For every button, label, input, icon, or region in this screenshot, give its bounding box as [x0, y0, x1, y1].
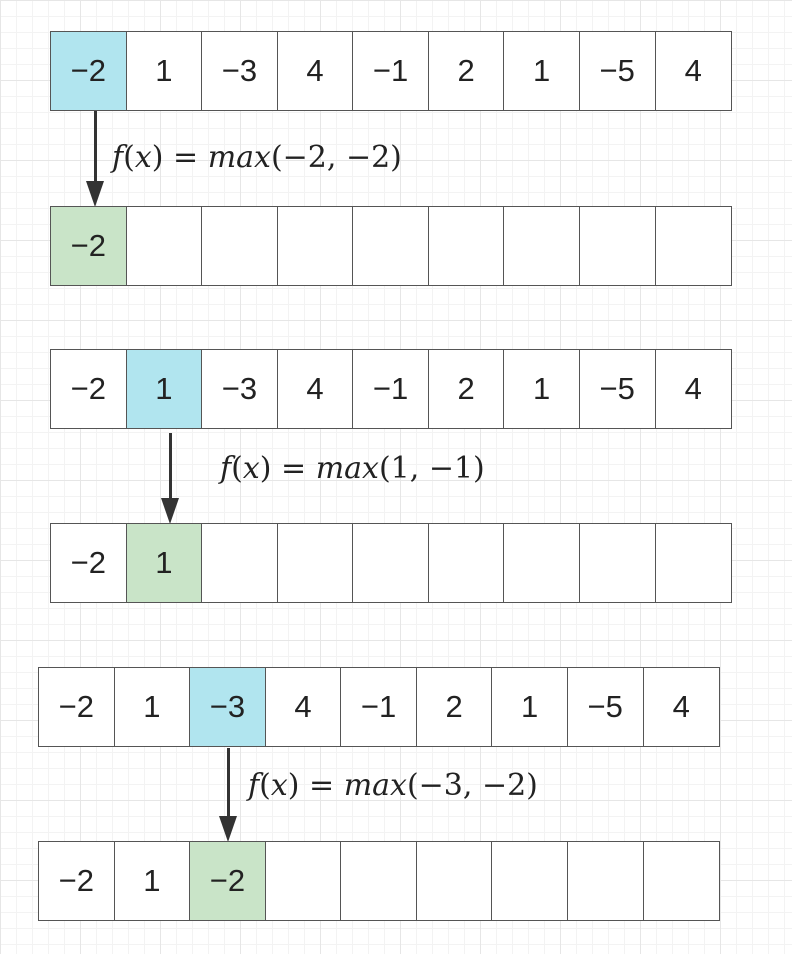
input-cell: 1 — [115, 668, 191, 746]
input-cell: −2 — [39, 668, 115, 746]
output-cell — [202, 524, 278, 602]
max-arguments: (−2, −2) — [270, 140, 402, 175]
output-cell: −2 — [190, 842, 266, 920]
step2-down-arrow-icon — [161, 433, 179, 524]
input-cell: −3 — [202, 350, 278, 428]
input-cell: 1 — [504, 32, 580, 110]
function-name: f — [112, 140, 124, 175]
output-cell — [341, 842, 417, 920]
input-cell: 4 — [278, 32, 354, 110]
output-cell — [429, 524, 505, 602]
output-cell — [417, 842, 493, 920]
output-cell: −2 — [51, 207, 127, 285]
input-cell: 4 — [278, 350, 354, 428]
max-operator: max — [207, 140, 271, 175]
step2-input-array: −2 1 −3 4 −1 2 1 −5 4 — [50, 349, 732, 429]
step2-formula: f(x) = max(1, −1) — [220, 451, 485, 486]
input-cell: −2 — [51, 32, 127, 110]
step1-output-array: −2 — [50, 206, 732, 286]
input-cell: 4 — [672, 689, 690, 724]
output-cell: 1 — [126, 524, 203, 602]
step3-down-arrow-icon — [219, 748, 237, 842]
input-cell: −1 — [353, 32, 429, 110]
output-cell — [353, 524, 429, 602]
output-cell — [353, 207, 429, 285]
equals-sign: = — [173, 140, 199, 175]
input-cell: −3 — [190, 668, 266, 746]
output-cell — [492, 842, 568, 920]
equals-sign: = — [309, 768, 335, 803]
output-cell — [504, 207, 580, 285]
function-name: f — [220, 451, 232, 486]
input-cell: 1 — [126, 350, 203, 428]
step1-input-array: −2 1 −3 4 −1 2 1 −5 4 — [50, 31, 732, 111]
step1-formula: f(x) = max(−2, −2) — [112, 140, 402, 175]
function-variable: x — [134, 140, 152, 175]
output-cell — [580, 207, 656, 285]
input-cell: 4 — [684, 371, 702, 406]
output-cell — [278, 207, 354, 285]
equals-sign: = — [281, 451, 307, 486]
input-cell: 2 — [429, 32, 505, 110]
output-cell: 1 — [115, 842, 191, 920]
output-cell — [580, 524, 656, 602]
input-cell: −5 — [580, 32, 656, 110]
step3-formula: f(x) = max(−3, −2) — [248, 768, 538, 803]
input-cell: −1 — [353, 350, 429, 428]
step1-down-arrow-icon — [86, 111, 104, 207]
output-cell: −2 — [39, 842, 115, 920]
max-arguments: (−3, −2) — [406, 768, 538, 803]
input-cell: 4 — [266, 668, 342, 746]
input-cell: 1 — [504, 350, 580, 428]
output-cell — [429, 207, 505, 285]
max-operator: max — [315, 451, 379, 486]
output-cell — [656, 207, 732, 285]
output-cell — [127, 207, 203, 285]
max-operator: max — [343, 768, 407, 803]
input-cell: 2 — [417, 668, 493, 746]
input-cell: −3 — [202, 32, 278, 110]
function-name: f — [248, 768, 260, 803]
input-cell: 1 — [127, 32, 203, 110]
max-arguments: (1, −1) — [378, 451, 485, 486]
input-cell: −1 — [341, 668, 417, 746]
output-cell — [644, 842, 720, 920]
input-cell: 1 — [492, 668, 568, 746]
output-cell — [504, 524, 580, 602]
function-variable: x — [242, 451, 260, 486]
output-cell — [568, 842, 644, 920]
output-cell — [202, 207, 278, 285]
output-cell — [278, 524, 354, 602]
input-cell: 4 — [684, 53, 702, 88]
input-cell: −2 — [51, 350, 127, 428]
output-cell: −2 — [51, 524, 127, 602]
output-cell — [266, 842, 342, 920]
step3-output-array: −2 1 −2 — [38, 841, 720, 921]
output-cell — [656, 524, 732, 602]
step3-input-array: −2 1 −3 4 −1 2 1 −5 4 — [38, 667, 720, 747]
input-cell: −5 — [580, 350, 656, 428]
input-cell: 2 — [429, 350, 505, 428]
function-variable: x — [270, 768, 288, 803]
input-cell: −5 — [568, 668, 644, 746]
step2-output-array: −2 1 — [50, 523, 732, 603]
